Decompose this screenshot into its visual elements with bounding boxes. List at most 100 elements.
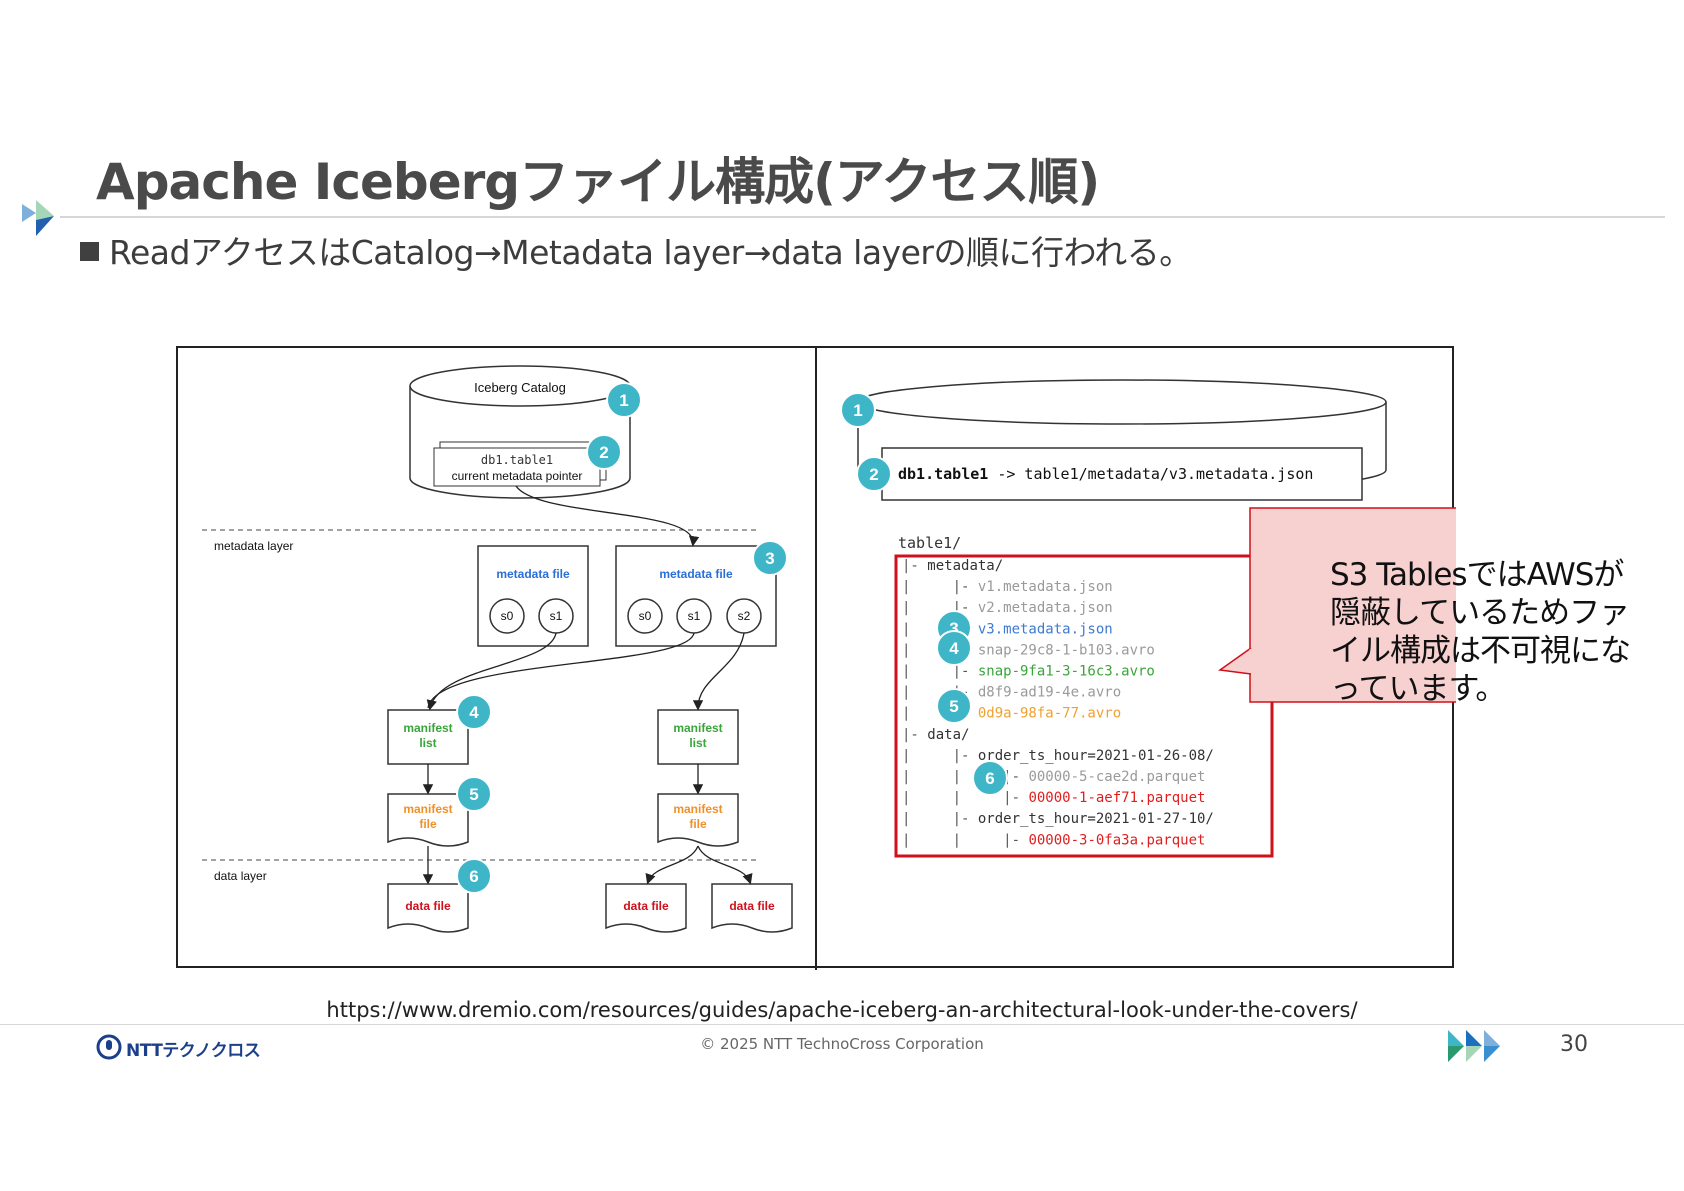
marker-2-right xyxy=(856,456,892,492)
tree-highlight-box xyxy=(894,554,1274,858)
tree-line-1: | |- v1.metadata.json xyxy=(902,579,1113,595)
svg-text:manifest: manifest xyxy=(673,802,722,816)
svg-text:6: 6 xyxy=(985,769,994,788)
svg-text:5: 5 xyxy=(949,697,958,716)
svg-text:list: list xyxy=(689,736,706,750)
marker-2-left xyxy=(586,434,622,470)
svg-text:s0: s0 xyxy=(639,609,652,623)
svg-text:1: 1 xyxy=(619,391,628,410)
svg-text:3: 3 xyxy=(949,619,958,638)
marker-1-right xyxy=(840,392,876,428)
marker-4-left xyxy=(456,694,492,730)
svg-text:data file: data file xyxy=(405,899,451,913)
logo-text: NTTテクノクロス xyxy=(126,1041,261,1061)
svg-text:data file: data file xyxy=(623,899,669,913)
marker-4-right xyxy=(936,630,972,666)
svg-text:list: list xyxy=(419,736,436,750)
catalog-label: Iceberg Catalog xyxy=(474,380,566,395)
data-layer-label: data layer xyxy=(214,869,267,883)
title-chevron-icon xyxy=(22,200,54,236)
svg-text:metadata file: metadata file xyxy=(659,567,733,581)
source-url[interactable]: https://www.dremio.com/resources/guides/… xyxy=(326,998,1358,1022)
iceberg-diagram-figure: Iceberg Catalog db1.table1 current metad… xyxy=(176,346,1456,970)
tree-line-10: | | |- 00000-5-cae2d.parquet xyxy=(902,769,1205,785)
data-file-a: data file xyxy=(387,883,469,933)
page-number: 30 xyxy=(1560,1032,1588,1057)
tree-entry-name: 00000-5-cae2d.parquet xyxy=(1028,769,1205,785)
tree-line-8: |- data/ xyxy=(902,727,969,743)
data-file-b: data file xyxy=(605,883,687,933)
tree-line-5: | |- snap-9fa1-3-16c3.avro xyxy=(902,664,1155,680)
svg-text:metadata file: metadata file xyxy=(496,567,570,581)
svg-text:manifest: manifest xyxy=(403,721,452,735)
metadata-file-b: metadata file s0 s1 s2 xyxy=(615,545,777,647)
svg-text:5: 5 xyxy=(469,785,478,804)
svg-text:manifest: manifest xyxy=(673,721,722,735)
marker-5-left xyxy=(456,776,492,812)
tree-line-11: | | |- 00000-1-aef71.parquet xyxy=(902,790,1205,806)
manifest-list-b: manifest list xyxy=(657,709,739,765)
tree-entry-name: v2.metadata.json xyxy=(978,600,1113,616)
page-title: Apache Icebergファイル構成(アクセス順) xyxy=(96,153,1100,211)
tree-line-13: | | |- 00000-3-0fa3a.parquet xyxy=(902,832,1205,848)
tree-entry-name: order_ts_hour=2021-01-27-10/ xyxy=(978,811,1214,827)
tree-entry-name: snap-29c8-1-b103.avro xyxy=(978,642,1155,658)
svg-text:file: file xyxy=(689,817,707,831)
svg-text:data file: data file xyxy=(729,899,775,913)
svg-text:3: 3 xyxy=(765,549,774,568)
tree-line-7: | |- 0d9a-98fa-77.avro xyxy=(902,706,1121,722)
svg-text:4: 4 xyxy=(469,703,479,722)
metadata-layer-label: metadata layer xyxy=(214,539,293,553)
svg-text:1: 1 xyxy=(853,401,862,420)
manifest-file-b: manifest file xyxy=(657,793,739,847)
svg-text:file: file xyxy=(419,817,437,831)
tree-root: table1/ xyxy=(898,534,961,552)
metadata-file-a: metadata file s0 s1 xyxy=(477,545,589,647)
tree-line-3: | |- v3.metadata.json xyxy=(902,621,1113,637)
data-file-c: data file xyxy=(711,883,793,933)
pointer-label: current metadata pointer xyxy=(452,469,583,483)
svg-text:s1: s1 xyxy=(688,609,701,623)
svg-text:s1: s1 xyxy=(550,609,563,623)
tree-line-2: | |- v2.metadata.json xyxy=(902,600,1113,616)
marker-1-left xyxy=(606,382,642,418)
manifest-file-a: manifest file xyxy=(387,793,469,847)
tree-entry-name: 00000-1-aef71.parquet xyxy=(1028,790,1205,806)
marker-5-right xyxy=(936,688,972,724)
pointer-card-front xyxy=(433,447,601,487)
footer-chevrons-icon xyxy=(1448,1030,1500,1062)
marker-6-left xyxy=(456,858,492,894)
marker-6-right xyxy=(972,760,1008,796)
tree-line-6: | |- d8f9-ad19-4e.avro xyxy=(902,685,1121,701)
pointer-table-left: db1.table1 xyxy=(481,453,553,467)
tree-line-12: | |- order_ts_hour=2021-01-27-10/ xyxy=(902,811,1214,827)
copyright: © 2025 NTT TechnoCross Corporation xyxy=(700,1035,984,1053)
title-divider xyxy=(60,216,1665,218)
tree-entry-name: v3.metadata.json xyxy=(978,621,1113,637)
svg-text:s2: s2 xyxy=(738,609,751,623)
svg-text:s0: s0 xyxy=(501,609,514,623)
tree-entry-name: v1.metadata.json xyxy=(978,579,1113,595)
svg-text:manifest: manifest xyxy=(403,802,452,816)
svg-text:2: 2 xyxy=(599,443,608,462)
diagram-canvas: Iceberg Catalog db1.table1 current metad… xyxy=(202,348,1456,970)
bullet-square-icon xyxy=(80,242,99,261)
svg-text:4: 4 xyxy=(949,639,959,658)
tree-entry-name: 0d9a-98fa-77.avro xyxy=(978,706,1121,722)
pointer-line-right: db1.table1 -> table1/metadata/v3.metadat… xyxy=(898,465,1313,483)
tree-entry-name: 00000-3-0fa3a.parquet xyxy=(1028,832,1205,848)
tree-entry-name: metadata/ xyxy=(927,558,1003,574)
tree-entry-name: data/ xyxy=(927,727,969,743)
footer-divider xyxy=(0,1024,1684,1025)
bullet-text: Readアクセスは​Catalog→Metadata layer→data la… xyxy=(109,233,1192,272)
svg-text:2: 2 xyxy=(869,465,878,484)
tree-line-0: |- metadata/ xyxy=(902,558,1003,574)
marker-3-left xyxy=(752,540,788,576)
tree-line-9: | |- order_ts_hour=2021-01-26-08/ xyxy=(902,748,1214,764)
tree-entry-name: order_ts_hour=2021-01-26-08/ xyxy=(978,748,1214,764)
callout-box xyxy=(1218,507,1456,703)
tree-entry-name: snap-9fa1-3-16c3.avro xyxy=(978,664,1155,680)
pointer-box-right xyxy=(881,447,1363,501)
ntt-logo-icon xyxy=(96,1034,122,1060)
bullet-line: Readアクセスは​Catalog→Metadata layer→data la… xyxy=(80,226,1192,274)
